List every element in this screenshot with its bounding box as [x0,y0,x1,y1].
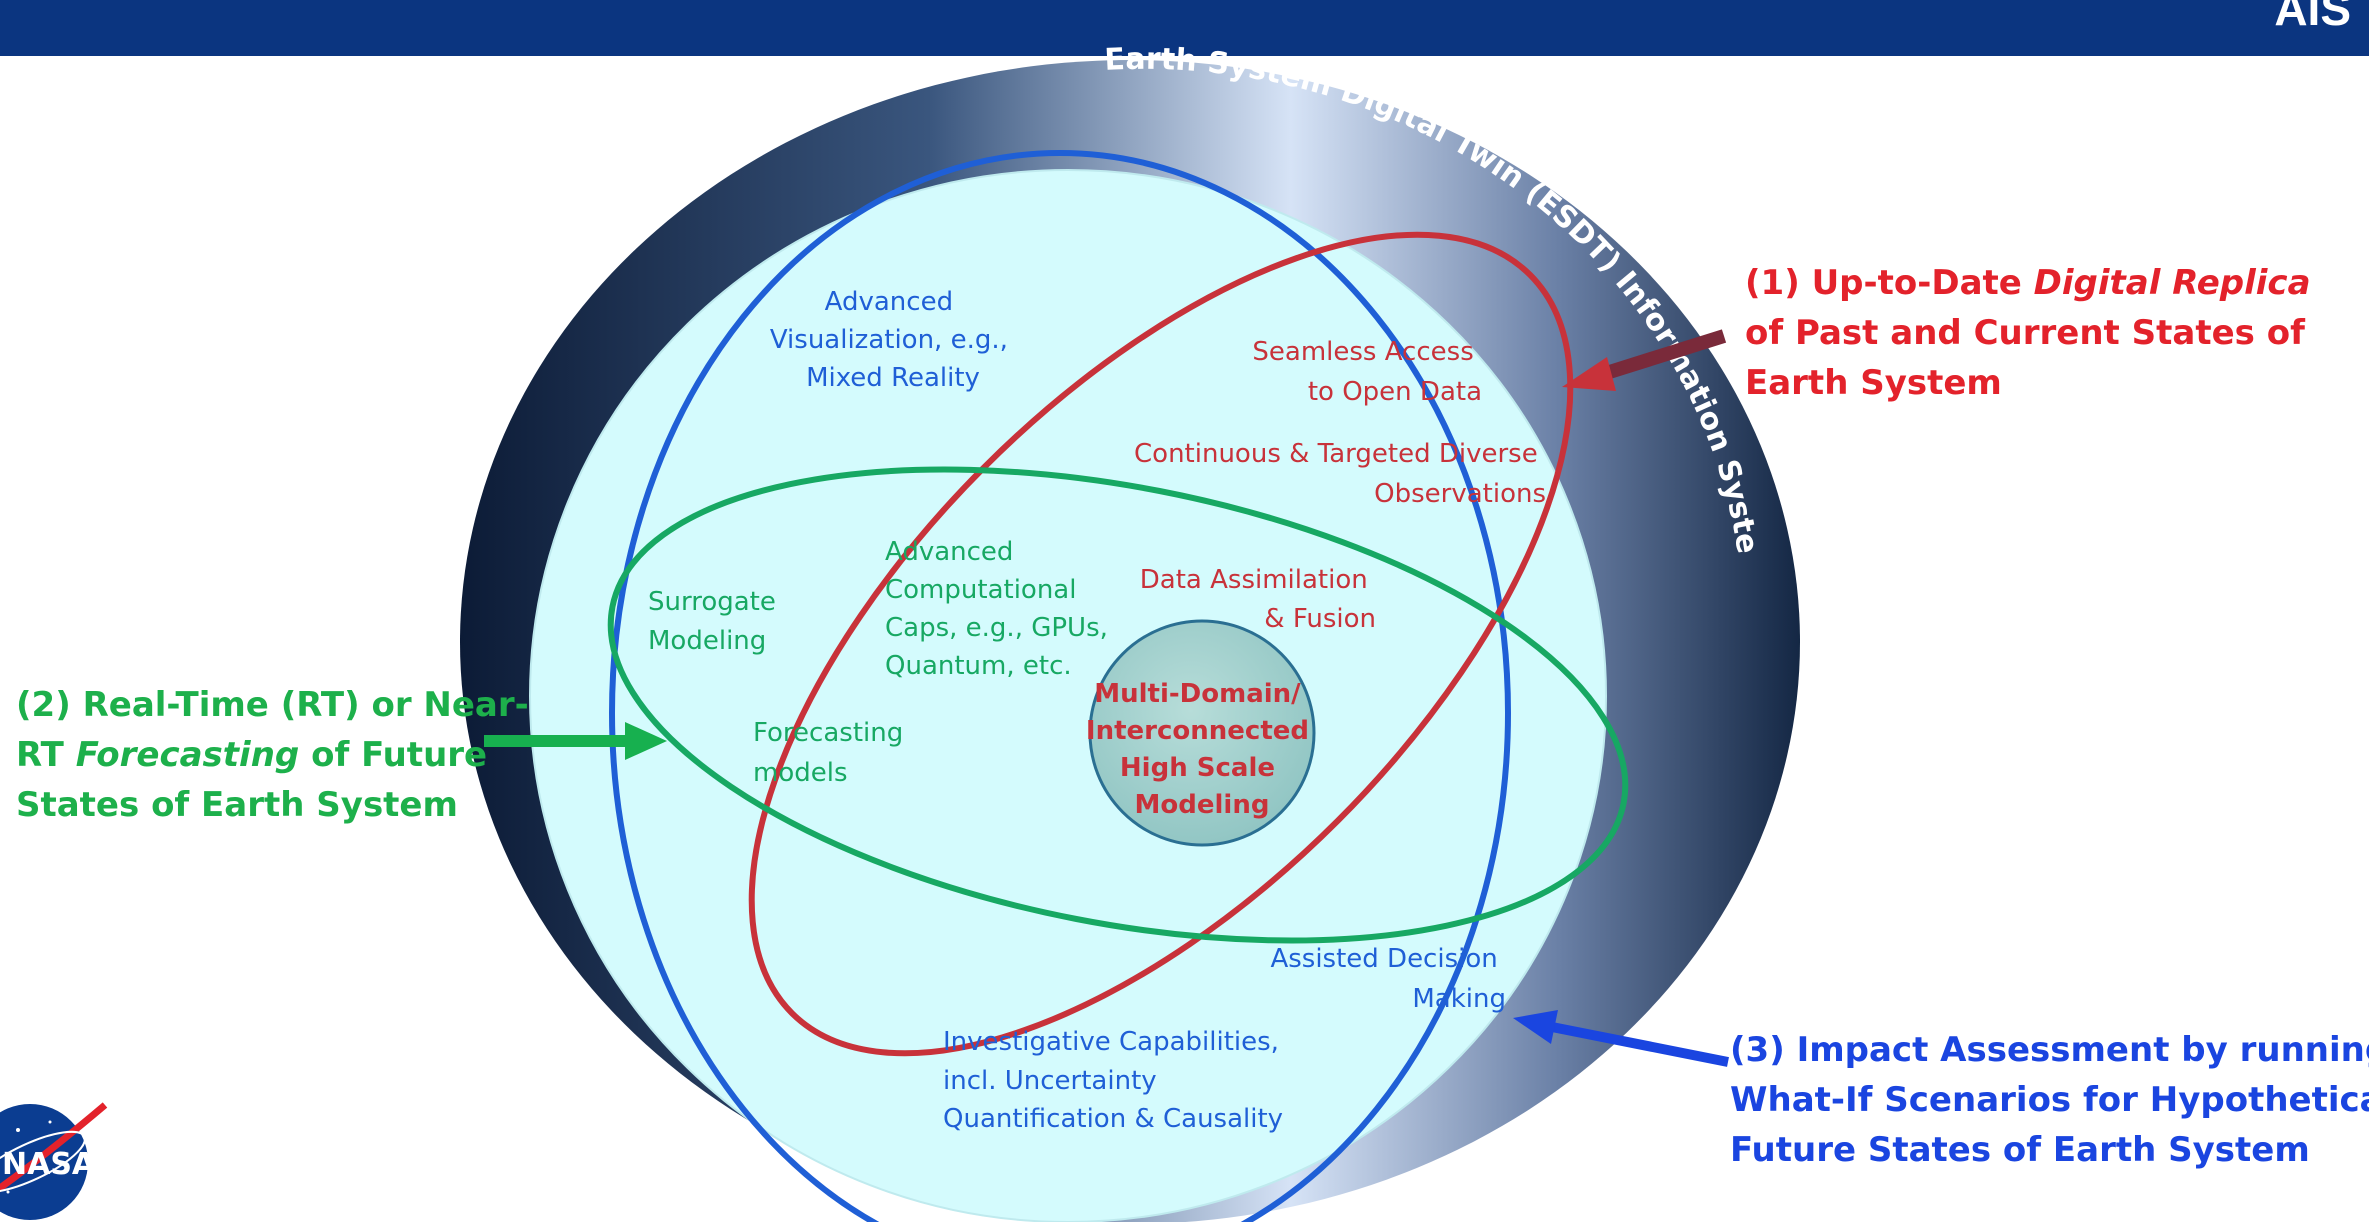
arrow-3 [1513,1010,1729,1067]
callout-1-text-italic: Digital Replica [2033,263,2311,303]
callout-3-line1: (3) Impact Assessment by running [1730,1030,2369,1070]
callout-2-line1: (2) Real-Time (RT) or Near- [16,685,529,725]
callout-2-text-italic: Forecasting [75,735,300,775]
label-surrogate: Surrogate Modeling [648,587,784,656]
label-visualization: Advanced Visualization, e.g., Mixed Real… [770,287,1016,393]
callout-forecasting: (2) Real-Time (RT) or Near- RT Forecasti… [16,680,529,830]
label-assimilation: Data Assimilation & Fusion [1140,565,1376,634]
callout-3-line3: Future States of Earth System [1730,1130,2310,1170]
label-observations: Continuous & Targeted Diverse Observatio… [1134,439,1546,509]
outer-disk [529,169,1607,1222]
callout-impact-assessment: (3) Impact Assessment by running What-If… [1730,1025,2369,1175]
header-bar: AIS [0,0,2369,56]
blue-circle [609,150,1511,1222]
callout-2-text-a: RT [16,735,76,775]
callout-digital-replica: (1) Up-to-Date Digital Replica of Past a… [1745,258,2311,408]
callout-2-line3: States of Earth System [16,785,458,825]
green-ellipse [607,466,1629,944]
label-open-data: Seamless Access to Open Data [1252,337,1482,407]
label-investigative: Investigative Capabilities, incl. Uncert… [943,1027,1287,1134]
nasa-logo: NASA [0,1102,108,1220]
callout-1-line3: Earth System [1745,363,2002,403]
callout-1-line2: of Past and Current States of [1745,313,2305,353]
label-computational: Advanced Computational Caps, e.g., GPUs,… [885,537,1116,681]
arrow-2 [484,722,667,760]
label-core: Multi-Domain/ Interconnected High Scale … [1086,679,1318,820]
arrow-1 [1562,329,1727,391]
callout-2-text-c: of Future [299,735,488,775]
callout-1-text-a: (1) Up-to-Date [1745,263,2034,303]
label-decision: Assisted Decision Making [1270,944,1506,1014]
label-forecasting: Forecasting models [753,718,912,788]
callout-3-line2: What-If Scenarios for Hypothetical [1730,1080,2369,1120]
header-corner-text: AIS [2274,0,2351,35]
svg-text:NASA: NASA [2,1147,96,1182]
core-circle [1088,619,1316,847]
red-ellipse [748,231,1574,1057]
